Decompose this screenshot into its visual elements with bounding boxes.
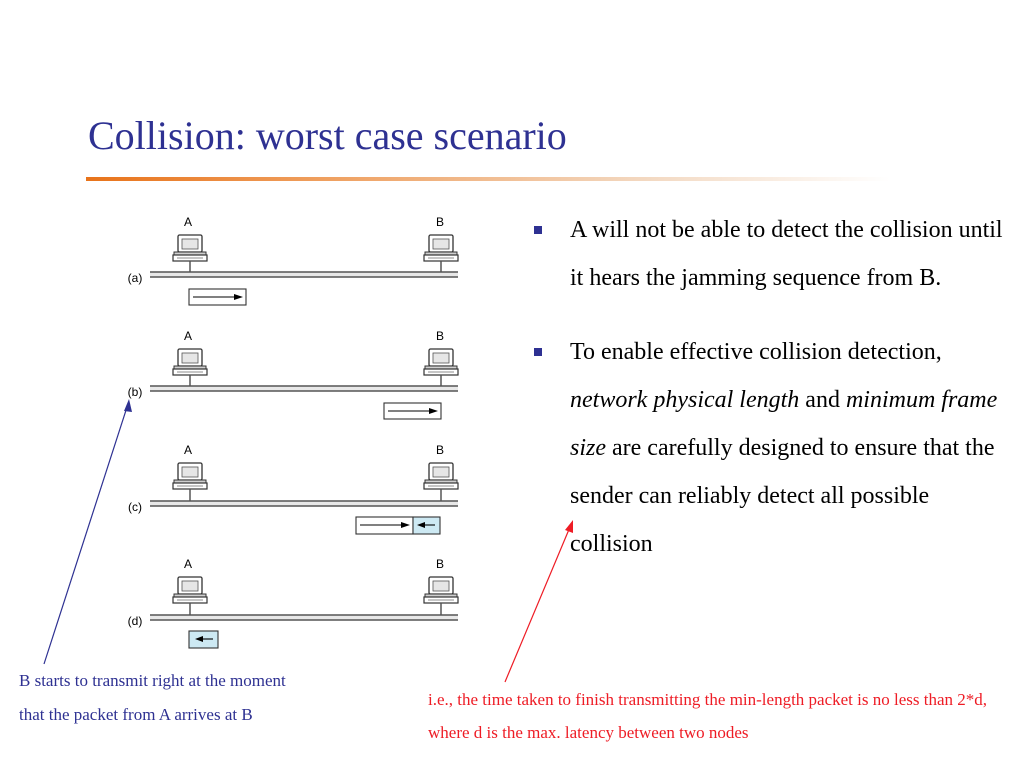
station-b-label: B	[436, 215, 444, 229]
bullet-item: A will not be able to detect the collisi…	[534, 206, 1014, 302]
computer-a-icon	[172, 234, 208, 274]
station-a-label: A	[184, 443, 192, 457]
bullet-emphasis: minimum frame size	[570, 387, 998, 461]
panel-a: A B (a)	[128, 215, 459, 306]
station-a-label: A	[184, 557, 192, 571]
station-a-label: A	[184, 215, 192, 229]
computer-b-icon	[423, 234, 459, 274]
computer-a-icon	[172, 576, 208, 616]
computer-a-icon	[172, 462, 208, 502]
panel-d: A B (d)	[128, 557, 459, 649]
bullet-text-part: are carefully designed to ensure that th…	[570, 435, 995, 557]
frame-right-arrow-icon	[355, 516, 414, 535]
left-annotation-note: B starts to transmit right at the moment…	[19, 671, 286, 724]
computer-b-icon	[423, 348, 459, 388]
bullet-text: A will not be able to detect the collisi…	[570, 217, 1003, 291]
ethernet-cable	[149, 385, 459, 392]
computer-a-icon	[172, 348, 208, 388]
panel-b: A B (b)	[128, 329, 459, 420]
ethernet-cable	[149, 500, 459, 507]
bullet-text-part: and	[799, 387, 846, 413]
station-b-label: B	[436, 329, 444, 343]
ethernet-cable	[149, 614, 459, 621]
panel-label: (a)	[128, 271, 143, 285]
panel-label: (c)	[128, 500, 142, 514]
frame-right-arrow-icon	[383, 402, 442, 420]
station-a-label: A	[184, 329, 192, 343]
jam-frame-left-arrow-icon	[412, 516, 441, 535]
right-annotation-note: i.e., the time taken to finish transmitt…	[428, 690, 988, 742]
slide-title: Collision: worst case scenario	[88, 113, 567, 158]
bullet-item: To enable effective collision detection,…	[534, 328, 1014, 568]
bullet-text-part: To enable effective collision detection,	[570, 339, 942, 365]
square-bullet-icon	[534, 348, 542, 356]
title-underline	[86, 177, 890, 181]
station-b-label: B	[436, 557, 444, 571]
computer-b-icon	[423, 462, 459, 502]
bullet-list: A will not be able to detect the collisi…	[534, 206, 1014, 594]
right-annotation-arrow	[504, 520, 573, 683]
panel-label: (b)	[128, 385, 143, 399]
station-b-label: B	[436, 443, 444, 457]
jam-frame-left-arrow-icon	[188, 630, 219, 649]
computer-b-icon	[423, 576, 459, 616]
left-annotation-arrow	[43, 399, 132, 665]
panel-c: A B (c)	[128, 443, 459, 535]
frame-right-arrow-icon	[188, 288, 247, 306]
square-bullet-icon	[534, 226, 542, 234]
panel-label: (d)	[128, 614, 143, 628]
bullet-emphasis: network physical length	[570, 387, 800, 413]
ethernet-cable	[149, 271, 459, 278]
